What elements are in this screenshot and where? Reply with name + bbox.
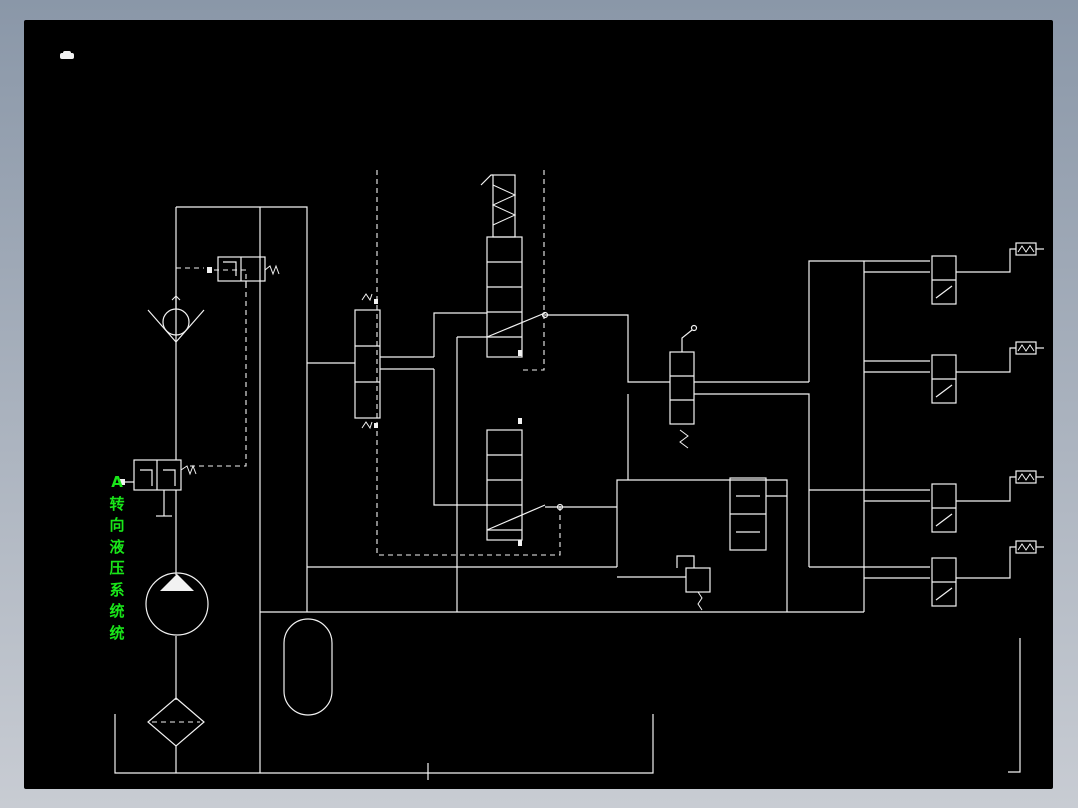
reservoir-tank xyxy=(114,714,654,780)
relief-valve xyxy=(676,555,711,611)
label-line: 向 xyxy=(109,516,125,534)
label-line: 压 xyxy=(109,559,125,577)
label-line: 系 xyxy=(109,580,125,599)
pump-symbol xyxy=(145,572,209,636)
actuator-group-3 xyxy=(931,470,1044,533)
hydraulic-schematic xyxy=(114,170,1044,780)
cad-logo-icon xyxy=(60,51,74,59)
sequence-valve xyxy=(729,477,787,551)
actuator-group-4 xyxy=(931,540,1044,607)
pump-circuit xyxy=(120,206,308,773)
label-line: 转 xyxy=(109,494,125,513)
label-line: 统 xyxy=(109,623,125,642)
directional-valve-left xyxy=(354,293,487,506)
system-title-label: A 转 向 液 压 系 统 统 xyxy=(104,472,130,644)
pressure-lines xyxy=(307,362,788,612)
frame-bracket xyxy=(1008,638,1021,773)
label-line: A xyxy=(111,473,123,491)
actuator-group-1 xyxy=(931,242,1044,305)
selector-valve xyxy=(627,324,810,567)
label-line: 统 xyxy=(109,602,125,620)
drawing-canvas[interactable]: A 转 向 液 压 系 统 统 xyxy=(24,20,1053,789)
filter-symbol xyxy=(147,697,205,747)
right-manifold xyxy=(808,260,930,612)
main-valve-stack xyxy=(456,174,564,612)
label-line: 液 xyxy=(109,537,125,556)
actuator-group-2 xyxy=(931,341,1044,404)
accumulator-symbol xyxy=(283,618,333,716)
